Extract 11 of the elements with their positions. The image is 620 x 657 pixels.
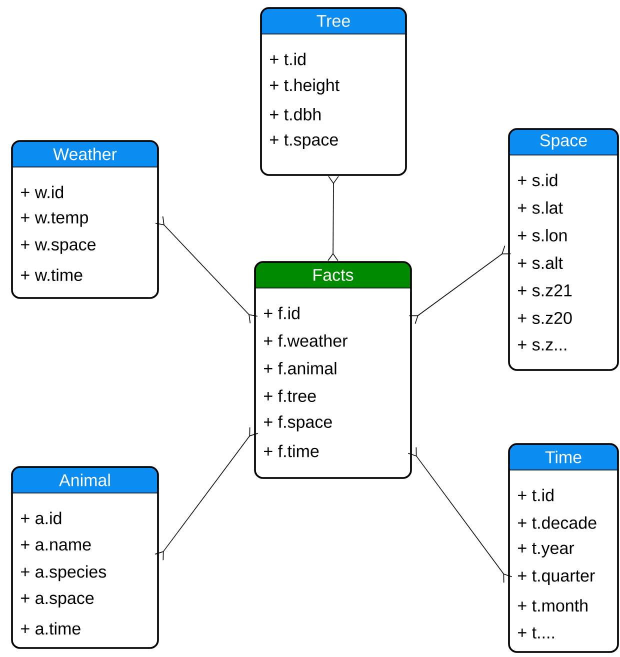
relationship-line — [154, 426, 258, 561]
relationship-line — [155, 216, 258, 324]
entity-box: Time + t.id + t.decade + t.year + t.quarter + t.month + t.... — [508, 443, 619, 653]
entity-box: Space + s.id + s.lat + s.lon + s.alt + s.z21 + s.z20 + s.z... — [508, 128, 619, 371]
relationship-line — [328, 176, 339, 262]
entity-box: Animal + a.id + a.name + a.species + a.space + a.time — [11, 466, 159, 649]
entity-box: Weather + w.id + w.temp + w.space + w.time — [11, 140, 159, 299]
entity-box: Facts + f.id + f.weather + f.animal + f.tree + f.space + f.time — [254, 261, 412, 479]
relationship-line — [408, 446, 512, 584]
relationship-line — [408, 245, 512, 324]
entity-box: Tree + t.id + t.height + t.dbh + t.space — [260, 7, 407, 176]
